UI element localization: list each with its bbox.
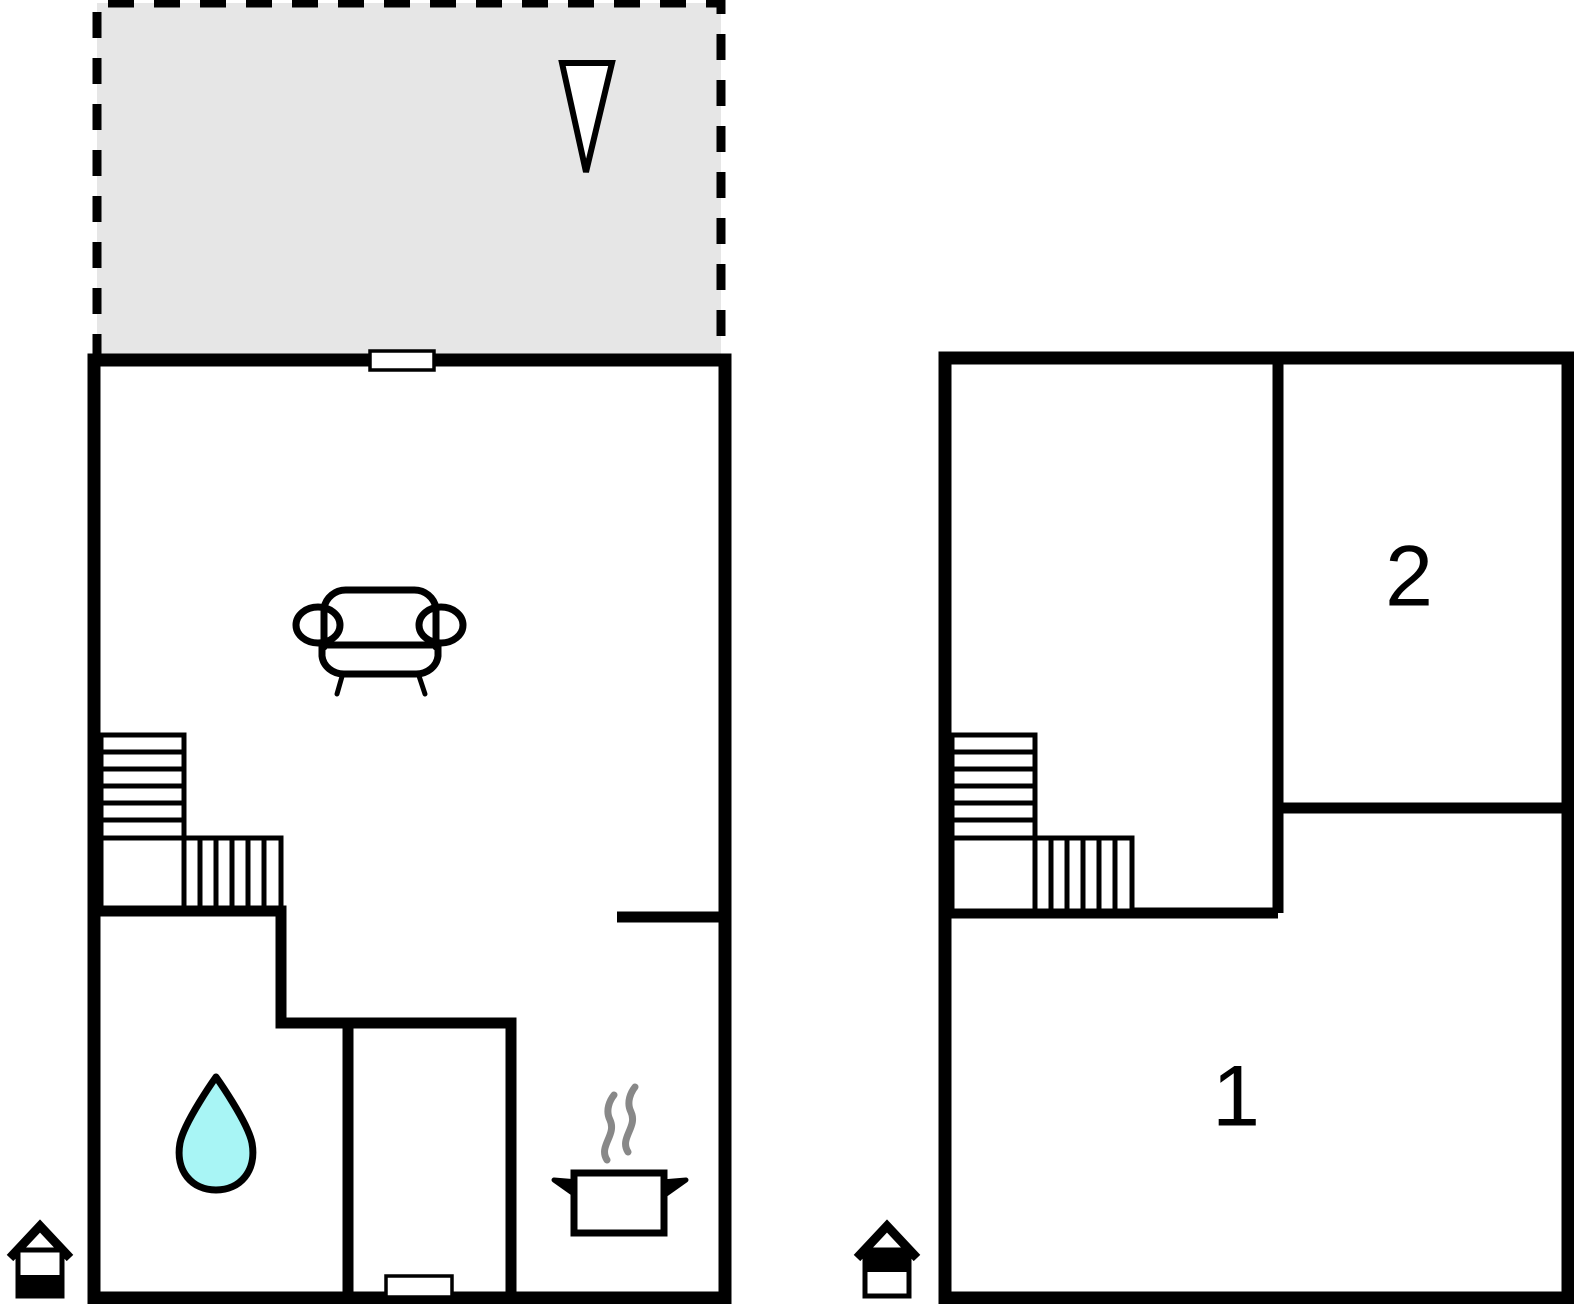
upper-floor-interior-walls <box>945 358 1568 919</box>
upper-floor-exterior-wall <box>938 351 1574 1304</box>
sofa-leg-right <box>415 670 428 697</box>
sofa-seat <box>318 641 442 678</box>
door-opening <box>368 349 436 372</box>
stair-treads-horizontal <box>952 749 1035 823</box>
water-drop-shape <box>175 1073 257 1194</box>
upper-floor-plan: 2 1 <box>853 351 1574 1304</box>
entrance-door-opening <box>384 1274 454 1299</box>
stair-treads-vertical <box>1048 838 1118 911</box>
steam-wisps <box>601 1083 639 1164</box>
terrace-dashed-border <box>92 0 726 360</box>
bathroom-hall-wall <box>94 905 517 1298</box>
parasol-icon <box>558 60 616 173</box>
entrance-roof <box>853 1219 921 1262</box>
room-label-2: 2 <box>1385 529 1433 625</box>
steam-left <box>601 1091 618 1164</box>
room-label-1: 1 <box>1212 1049 1260 1145</box>
cooking-pot-icon <box>551 1083 689 1237</box>
stair-treads-horizontal <box>101 749 184 823</box>
stair-treads-vertical <box>197 838 267 911</box>
pot-body <box>570 1169 668 1237</box>
entrance-icon <box>853 1219 921 1299</box>
staircase-icon <box>949 732 1135 914</box>
sofa-armrest-left <box>292 603 344 647</box>
parasol-cone-shape <box>558 60 616 173</box>
sofa-back <box>320 586 440 651</box>
staircase-icon <box>98 732 284 914</box>
terrace-door-opening <box>368 349 436 372</box>
entrance-icon <box>6 1219 74 1299</box>
sofa-leg-left <box>334 670 346 697</box>
stair-landing <box>98 835 187 914</box>
steam-right <box>622 1083 639 1156</box>
door-opening <box>384 1274 454 1299</box>
entrance-box-fill <box>867 1250 907 1272</box>
terrace-area <box>92 0 726 360</box>
water-drop-icon <box>175 1073 257 1194</box>
ground-floor-plan <box>6 0 732 1304</box>
terrace-fill <box>97 3 721 360</box>
sofa-armrest-right <box>415 603 467 647</box>
sofa-icon <box>292 586 467 697</box>
ground-floor-interior-walls <box>94 905 725 1298</box>
entrance-box-fill <box>20 1275 60 1295</box>
entrance-roof <box>6 1219 74 1262</box>
stair-landing <box>949 835 1038 914</box>
